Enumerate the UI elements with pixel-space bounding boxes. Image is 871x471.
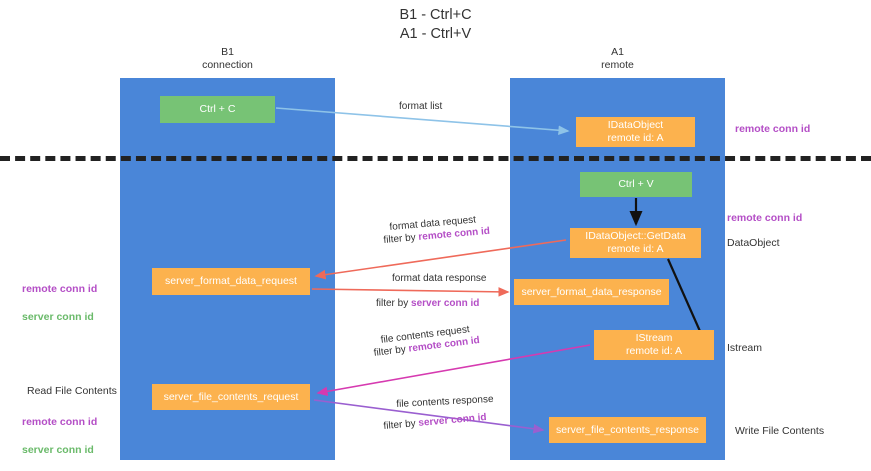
node-server-file-contents-response[interactable]: server_file_contents_response [549,417,706,443]
node-idataobject-getdata[interactable]: IDataObject::GetData remote id: A [570,228,701,258]
filter-by-text: filter by [373,343,410,359]
node-idataobject[interactable]: IDataObject remote id: A [576,117,695,147]
edge-label-file-contents-response: file contents response [396,393,494,410]
label-conn-ids-middle: remote conn id server conn id [22,268,97,338]
label-remote-conn-id-left-bottom: remote conn id [22,416,98,428]
label-read-file-contents: Read File Contents [27,385,117,397]
label-remote-conn-id-mid: remote conn id [727,212,803,224]
label-remote-conn-id-left-mid: remote conn id [22,283,98,295]
phase-divider [0,156,871,161]
label-write-file-contents: Write File Contents [735,425,825,437]
diagram-title: B1 - Ctrl+C A1 - Ctrl+V [399,7,472,42]
edge-label-format-data-response: format data response [392,273,487,284]
filter-by-text: filter by [383,231,419,246]
node-server-format-data-response[interactable]: server_format_data_response [514,279,669,305]
node-istream[interactable]: IStream remote id: A [594,330,714,360]
edge-label-file-contents-response-filter: filter by server conn id [383,411,487,434]
label-remote-conn-id-top: remote conn id [735,123,811,135]
label-server-conn-id-left-mid: server conn id [22,311,94,323]
filter-by-text: filter by [383,417,419,432]
edge-label-format-data-response-filter: filter by server conn id [376,297,479,311]
label-conn-ids-bottom: remote conn id server conn id [22,401,97,471]
node-server-format-data-request[interactable]: server_format_data_request [152,268,310,295]
node-ctrl-v[interactable]: Ctrl + V [580,172,692,197]
column-header-b1: B1 connection [202,46,253,71]
node-ctrl-c[interactable]: Ctrl + C [160,96,275,123]
filter-by-text: filter by [376,298,412,309]
edge-label-format-list: format list [399,101,443,112]
node-server-file-contents-request[interactable]: server_file_contents_request [152,384,310,410]
label-dataobject: DataObject [727,237,780,249]
label-server-conn-id-left-bottom: server conn id [22,444,94,456]
filter-key-server-conn-id: server conn id [417,411,488,429]
label-istream: Istream [727,342,763,354]
filter-key-server-conn-id: server conn id [411,298,480,309]
edge-format-data-response [311,287,510,297]
column-header-a1: A1 remote [601,46,634,71]
